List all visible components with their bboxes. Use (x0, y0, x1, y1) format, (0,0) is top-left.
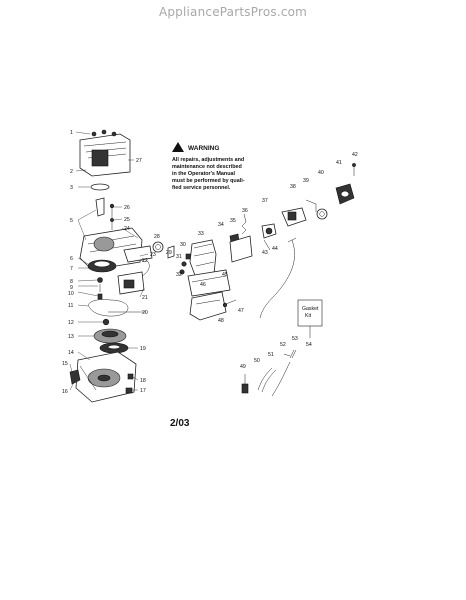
callout-numbers: 1 2 27 3 5 26 25 24 6 7 8 9 10 11 12 13 … (62, 130, 358, 395)
callout-8: 8 (70, 279, 73, 285)
callout-5: 5 (70, 218, 73, 224)
callout-12: 12 (68, 320, 74, 326)
gasket-kit-label-line-1: Gasket (302, 306, 319, 312)
callout-54: 54 (306, 342, 312, 348)
callout-53: 53 (292, 336, 298, 342)
callout-24: 24 (124, 226, 130, 232)
warning-line-3: in the Operator's Manual (172, 171, 235, 177)
fuel-system-group: Gasket Kit (241, 163, 356, 397)
callout-28: 28 (154, 234, 160, 240)
callout-36: 36 (242, 208, 248, 214)
callout-45: 45 (222, 272, 228, 278)
callout-46: 46 (200, 282, 206, 288)
callout-44: 44 (272, 246, 278, 252)
callout-41: 41 (336, 160, 342, 166)
callout-32: 32 (176, 272, 182, 278)
callout-11: 11 (68, 303, 73, 309)
gasket-kit-label-line-2: Kit (305, 313, 312, 319)
site-watermark: AppliancePartsPros.com (158, 5, 308, 19)
callout-20: 20 (142, 310, 148, 316)
warning-triangle-icon (172, 142, 184, 152)
fuel-line-part (257, 367, 277, 393)
air-filter-cover-part (189, 291, 227, 321)
callout-51: 51 (268, 352, 274, 358)
warning-line-5: fied service personnel. (172, 185, 231, 191)
callout-22: 22 (142, 258, 148, 264)
callout-52: 52 (280, 342, 286, 348)
engine-stack-left (69, 129, 153, 403)
crankcase-gasket-part (88, 299, 129, 317)
callout-42: 42 (352, 152, 358, 158)
callout-35: 35 (230, 218, 236, 224)
callout-18: 18 (140, 378, 146, 384)
callout-1: 1 (70, 130, 73, 136)
callout-23: 23 (150, 252, 156, 258)
callout-27: 27 (136, 158, 142, 164)
callout-26: 26 (124, 205, 130, 211)
callout-31: 31 (176, 254, 182, 260)
callout-40: 40 (318, 170, 324, 176)
callout-43: 43 (262, 250, 268, 256)
warning-title: WARNING (188, 145, 219, 152)
callout-30: 30 (180, 242, 186, 248)
callout-7: 7 (70, 266, 73, 272)
callout-6: 6 (70, 256, 73, 262)
warning-line-1: All repairs, adjustments and (172, 157, 244, 163)
callout-13: 13 (68, 334, 74, 340)
callout-21: 21 (142, 295, 148, 301)
callout-47: 47 (238, 308, 244, 314)
callout-14: 14 (68, 350, 74, 356)
callout-39: 39 (303, 178, 309, 184)
gasket-ring-part (90, 183, 110, 191)
callout-10: 10 (68, 291, 74, 297)
callout-3: 3 (70, 185, 73, 191)
callout-2: 2 (70, 169, 73, 175)
warning-line-4: must be performed by quali- (172, 178, 245, 184)
warning-block: WARNING All repairs, adjustments and mai… (172, 142, 245, 191)
callout-48: 48 (218, 318, 224, 324)
callout-19: 19 (140, 346, 146, 352)
throttle-cable-part (259, 239, 295, 319)
callout-37: 37 (262, 198, 268, 204)
warning-line-2: maintenance not described (172, 164, 242, 170)
callout-29: 29 (166, 250, 172, 256)
callout-15: 15 (62, 361, 68, 367)
leader-lines (69, 131, 149, 391)
date-code: 2/03 (170, 418, 190, 429)
callout-49: 49 (240, 364, 246, 370)
callout-50: 50 (254, 358, 260, 364)
callout-25: 25 (124, 217, 130, 223)
callout-17: 17 (140, 388, 146, 394)
callout-33: 33 (198, 231, 204, 237)
gasket-kit-box (297, 299, 323, 327)
carburetor-group (152, 233, 253, 321)
callout-34: 34 (218, 222, 224, 228)
callout-16: 16 (62, 389, 68, 395)
callout-9: 9 (70, 285, 73, 291)
callout-38: 38 (290, 184, 296, 190)
